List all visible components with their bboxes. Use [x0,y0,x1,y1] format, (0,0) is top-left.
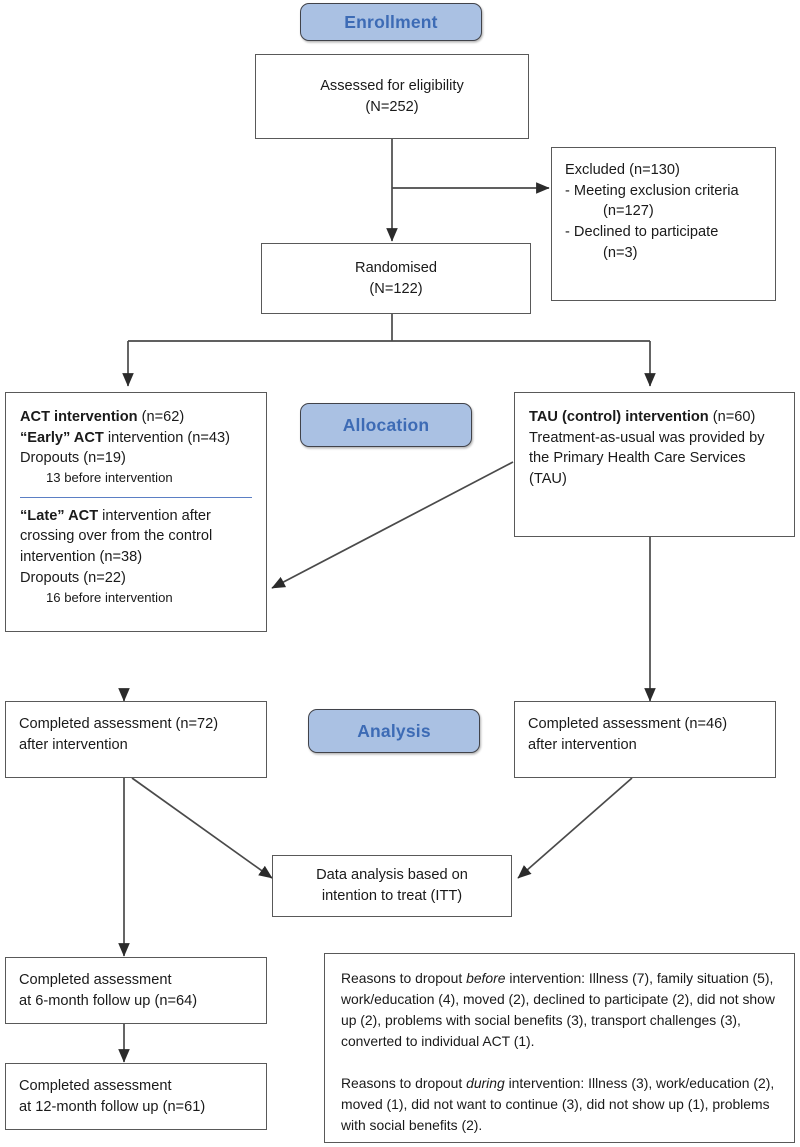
itt-line-2: intention to treat (ITT) [321,888,463,904]
assessed-line-1: Assessed for eligibility [320,77,464,94]
box-assessed-for-eligibility: Assessed for eligibility (N=252) [255,54,529,139]
assessed-line-2: (N=252) [365,98,419,115]
excluded-item-1-count: (n=127) [603,203,654,220]
tau-body-line-2: the Primary Health Care Services [529,450,746,467]
tau-title-count: (n=60) [708,409,756,425]
act-completed-line-2: after intervention [19,736,128,753]
excluded-item-1: - Meeting exclusion criteria [565,182,739,199]
act-early-bold: “Early” ACT [20,429,104,446]
dropout-during-emphasis: during [466,1074,505,1091]
act-title-count: (n=62) [137,409,185,425]
excluded-heading: Excluded (n=130) [565,162,680,178]
act-late-dropouts: Dropouts (n=22) [20,569,126,586]
box-six-month-followup: Completed assessment at 6-month follow u… [5,957,267,1024]
dropout-reasons-before: Reasons to dropout before intervention: … [341,968,778,1053]
randomised-line-2: (N=122) [369,280,423,297]
box-tau-completed-assessment: Completed assessment (n=46) after interv… [514,701,776,778]
six-month-line-2: at 6-month follow up (n=64) [19,992,198,1009]
randomised-line-1: Randomised [355,259,437,276]
tau-body-line-3: (TAU) [529,471,567,488]
act-divider [20,496,252,498]
box-dropout-reasons: Reasons to dropout before intervention: … [324,953,795,1143]
stage-analysis-text: Analysis [357,720,431,741]
act-late-rest: intervention after [98,507,211,524]
twelve-month-line-2: at 12-month follow up (n=61) [19,1098,206,1115]
box-twelve-month-followup: Completed assessment at 12-month follow … [5,1063,267,1130]
dropout-before-emphasis: before [466,970,506,986]
tau-title-bold: TAU (control) intervention [529,409,709,425]
stage-enrollment-text: Enrollment [344,11,438,32]
stage-label-analysis: Analysis [308,709,480,753]
act-completed-line-1: Completed assessment (n=72) [19,716,219,732]
stage-label-enrollment: Enrollment [300,3,482,41]
act-early-rest: intervention (n=43) [103,429,230,446]
tau-completed-line-1: Completed assessment (n=46) [528,716,728,732]
dropout-during-prefix: Reasons to dropout [341,1074,467,1091]
act-late-before-intervention: 16 before intervention [46,589,173,605]
act-title-bold: ACT intervention [20,409,138,425]
act-late-bold: “Late” ACT [20,507,99,524]
dropout-during-suffix: intervention: Illness (3), work/educatio… [341,1074,775,1133]
act-late-line-3: intervention (n=38) [20,549,143,566]
stage-allocation-text: Allocation [342,414,430,435]
dropout-before-prefix: Reasons to dropout [341,970,467,986]
box-act-intervention: ACT intervention (n=62) “Early” ACT inte… [5,392,267,632]
box-tau-intervention: TAU (control) intervention (n=60) Treatm… [514,392,795,537]
box-itt-analysis: Data analysis based on intention to trea… [272,855,512,917]
stage-label-allocation: Allocation [300,403,472,447]
dropout-before-suffix: intervention: Illness (7), family situat… [341,970,775,1050]
dropout-reasons-during: Reasons to dropout during intervention: … [341,1073,778,1136]
box-act-completed-assessment: Completed assessment (n=72) after interv… [5,701,267,778]
itt-line-1: Data analysis based on [316,867,468,884]
act-early-dropouts: Dropouts (n=19) [20,450,126,467]
box-randomised: Randomised (N=122) [261,243,531,314]
excluded-item-2: - Declined to participate [565,224,719,241]
tau-body-line-1: Treatment-as-usual was provided by [529,429,765,446]
excluded-item-2-count: (n=3) [603,244,638,261]
six-month-line-1: Completed assessment [19,972,172,988]
twelve-month-line-1: Completed assessment [19,1078,172,1094]
act-early-before-intervention: 13 before intervention [46,470,173,486]
box-excluded: Excluded (n=130) - Meeting exclusion cri… [551,147,776,301]
tau-completed-line-2: after intervention [528,736,637,753]
act-late-line-2: crossing over from the control [20,528,213,545]
